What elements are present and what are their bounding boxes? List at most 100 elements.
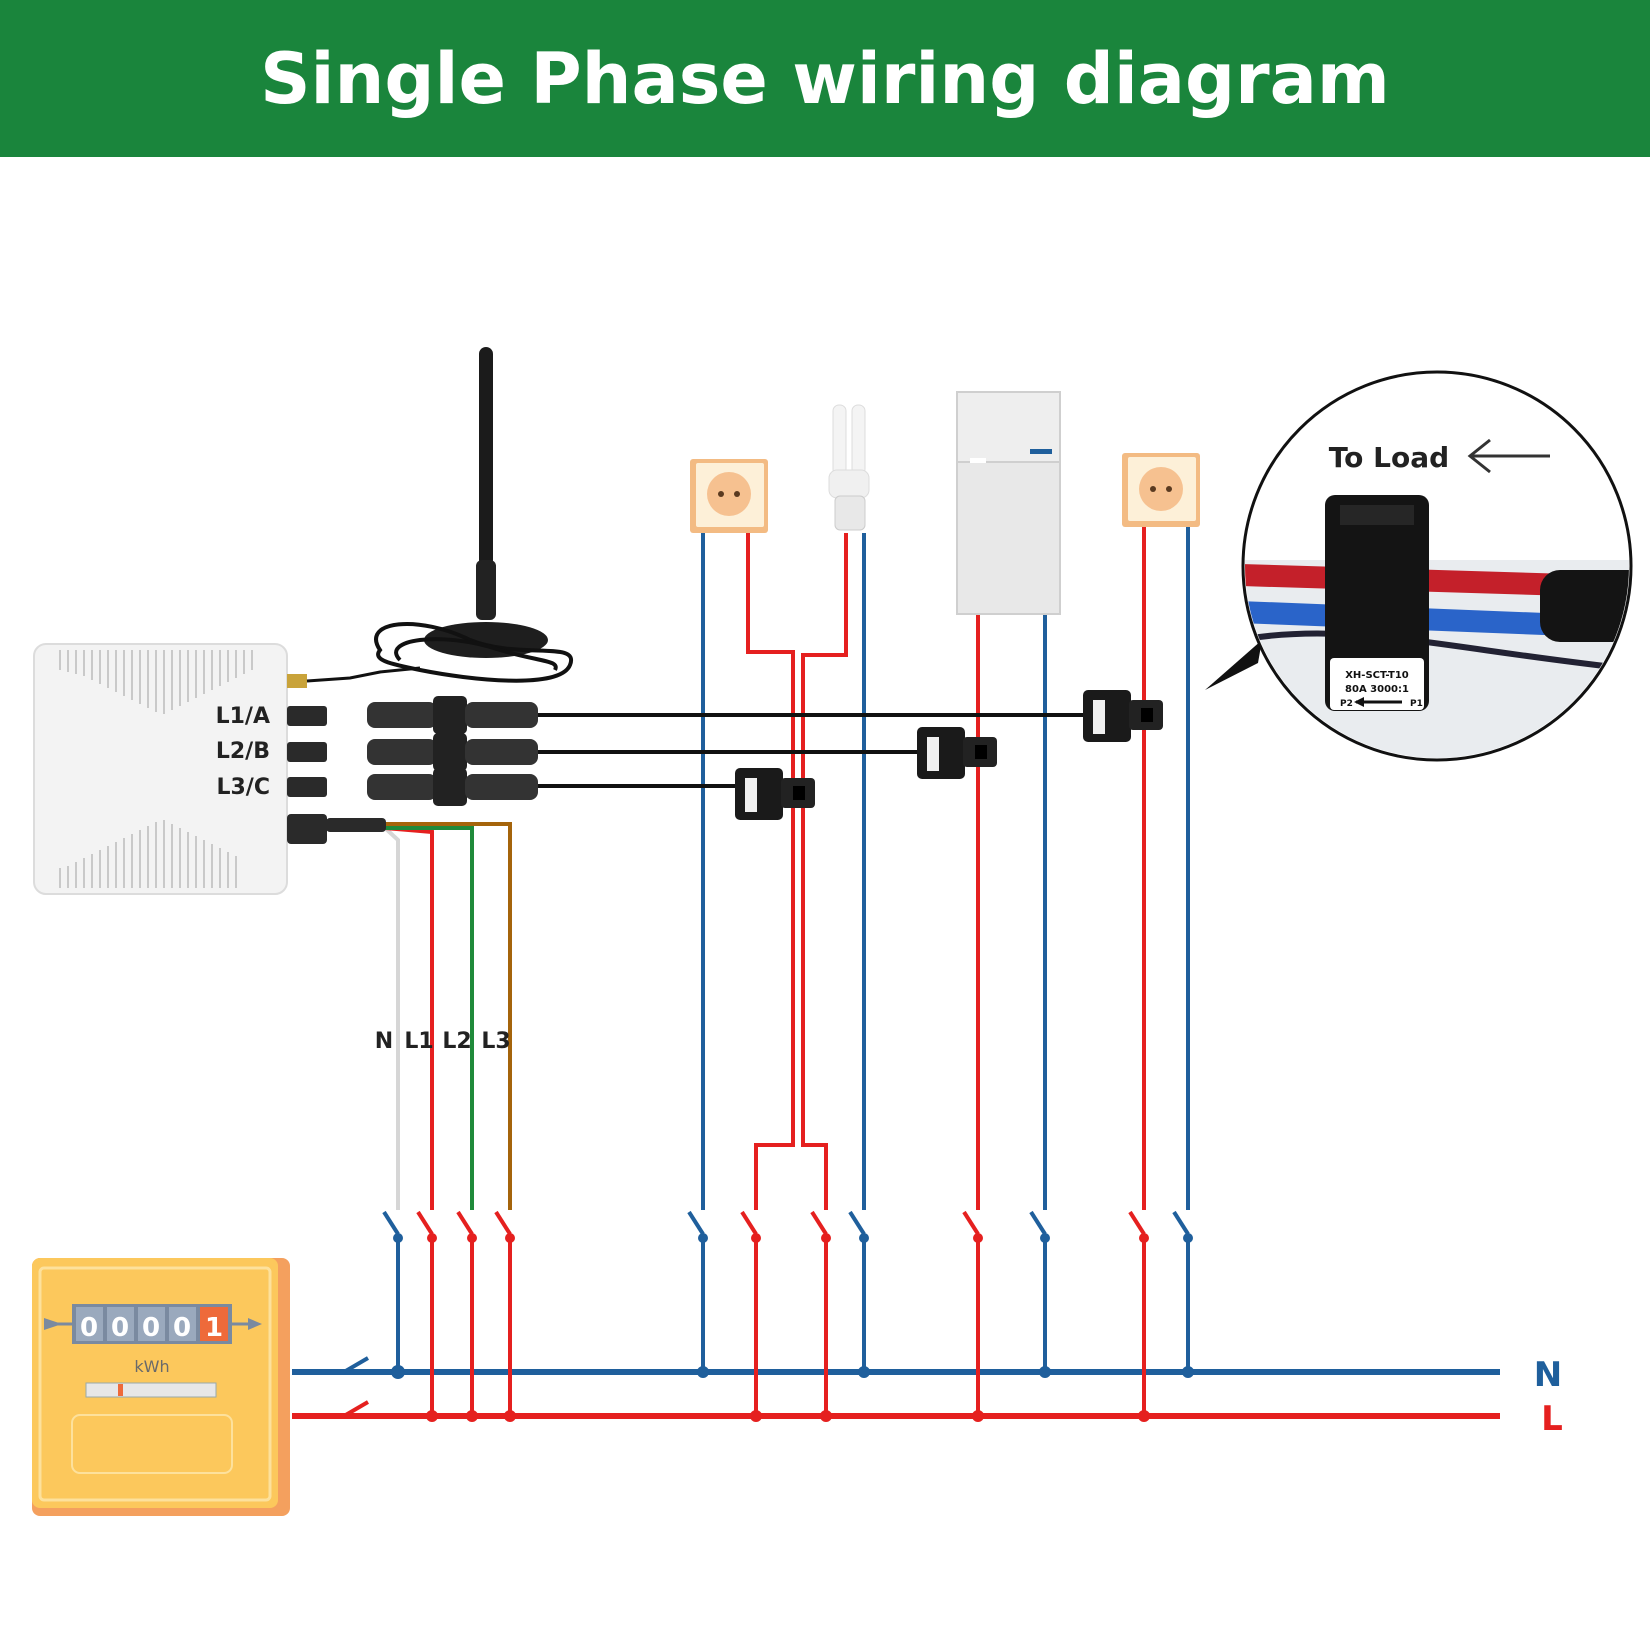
breaker-lever: [962, 1210, 980, 1236]
breaker-contact: [393, 1233, 403, 1243]
breaker-lever: [1029, 1210, 1047, 1236]
ct-p2-text: P2: [1340, 699, 1353, 709]
breaker-switch: [1128, 1210, 1150, 1422]
ct-plug-l1: [367, 696, 538, 734]
breaker-contact: [1040, 1233, 1050, 1243]
ct-clamp-l2: [917, 727, 997, 779]
meter-digit-1: 0: [80, 1313, 98, 1343]
breaker-lever: [382, 1210, 400, 1236]
ct-model-text: XH-SCT-T10: [1345, 670, 1409, 681]
wire-label-l3: L3: [481, 1029, 510, 1054]
breaker-contact: [427, 1233, 437, 1243]
breaker-lever: [1128, 1210, 1146, 1236]
device-vent-top: [59, 650, 253, 714]
breaker-contact: [1183, 1233, 1193, 1243]
meter-digit-5: 1: [205, 1313, 223, 1343]
breaker-switch: [382, 1210, 404, 1378]
wire-l3: [385, 822, 512, 1210]
meter-unit: kWh: [134, 1357, 169, 1376]
ct-plug-l3: [367, 768, 538, 806]
breaker-contact: [1139, 1233, 1149, 1243]
ct-callout: XH-SCT-T10 80A 3000:1 P2 P1 To Load: [1205, 370, 1633, 762]
bus-junction: [972, 1410, 984, 1422]
breaker-contact: [973, 1233, 983, 1243]
meter-digit-4: 0: [173, 1313, 191, 1343]
utility-meter: 0 0 0 0 1 kWh: [32, 1258, 290, 1516]
header-bar: Single Phase wiring diagram: [0, 0, 1650, 157]
bus-junction: [466, 1410, 478, 1422]
breaker-contact: [751, 1233, 761, 1243]
ct-to-load-text: To Load: [1329, 441, 1449, 474]
bus-junction: [504, 1410, 516, 1422]
neutral-bus-label: N: [1534, 1355, 1562, 1395]
ct-port-connectors: [287, 706, 386, 844]
breaker-lever: [416, 1210, 434, 1236]
breaker-lever: [848, 1210, 866, 1236]
breaker-lever: [456, 1210, 474, 1236]
main-live-switch: [342, 1400, 370, 1418]
device-port-label-l3: L3/C: [216, 775, 270, 800]
breaker-contact: [859, 1233, 869, 1243]
load-direction-arrow-icon: [1467, 438, 1550, 474]
ct-direction-arrow-icon: [1354, 697, 1364, 707]
bus-junction: [1182, 1366, 1194, 1378]
load-wiring: [701, 527, 1190, 1210]
breaker-switch: [810, 1210, 832, 1422]
cfl-lamp: [828, 404, 870, 531]
meter-digit-2: 0: [111, 1313, 129, 1343]
live-bus-label: L: [1541, 1399, 1563, 1439]
breaker-switch: [687, 1210, 709, 1378]
wire-label-l1: L1: [404, 1029, 433, 1054]
ct-rating-text: 80A 3000:1: [1345, 684, 1409, 695]
voltage-wires: N L1 L2 L3: [375, 822, 512, 1210]
breaker-lever: [740, 1210, 758, 1236]
page-title: Single Phase wiring diagram: [260, 37, 1390, 120]
breaker-switch: [456, 1210, 478, 1422]
wire-label-n: N: [375, 1029, 393, 1054]
wire-l2: [385, 826, 474, 1210]
breaker-contact: [467, 1233, 477, 1243]
main-neutral-switch: [342, 1356, 370, 1374]
bus-junction: [426, 1410, 438, 1422]
breaker-lever: [494, 1210, 512, 1236]
breaker-switch: [494, 1210, 516, 1422]
breaker-contact: [821, 1233, 831, 1243]
device-port-label-l1: L1/A: [216, 704, 270, 729]
ct-p1-text: P1: [1410, 699, 1423, 709]
meter-digits: 0 0 0 0 1: [76, 1307, 228, 1343]
breaker-lever: [687, 1210, 705, 1236]
wire-l1: [384, 826, 434, 1210]
device-vent-bottom: [59, 820, 237, 888]
bus-junction: [1138, 1410, 1150, 1422]
wire-label-l2: L2: [442, 1029, 471, 1054]
wall-outlet-1: [690, 459, 768, 533]
antenna: [374, 347, 574, 683]
live-bus: L: [292, 1399, 1563, 1439]
ct-clamp-l1: [1083, 690, 1163, 742]
device-port-label-l2: L2/B: [216, 739, 270, 764]
meter-arrow-right-icon: [248, 1318, 262, 1330]
antenna-connector: [287, 674, 307, 688]
refrigerator: [956, 391, 1061, 615]
ct-plug-l2: [367, 733, 538, 771]
ct-cables: [535, 713, 1085, 788]
bus-junction: [750, 1410, 762, 1422]
bus-junction: [858, 1366, 870, 1378]
breaker-switch: [1029, 1210, 1051, 1378]
wire-n: [383, 826, 400, 1210]
breaker-contact: [505, 1233, 515, 1243]
breaker-drops: [382, 1210, 1194, 1422]
breaker-switch: [848, 1210, 870, 1378]
neutral-bus: N: [292, 1355, 1562, 1395]
breaker-lever: [810, 1210, 828, 1236]
bus-junction: [391, 1365, 405, 1379]
wiring-diagram: N L N L1 L2 L3: [32, 347, 1633, 1516]
breaker-switch: [1172, 1210, 1194, 1378]
bus-junction: [1039, 1366, 1051, 1378]
breaker-contact: [698, 1233, 708, 1243]
ct-clamp-l3: [735, 768, 815, 820]
breaker-switch: [962, 1210, 984, 1422]
bus-junction: [820, 1410, 832, 1422]
energy-monitor-device: L1/A L2/B L3/C: [33, 643, 538, 895]
meter-digit-3: 0: [142, 1313, 160, 1343]
